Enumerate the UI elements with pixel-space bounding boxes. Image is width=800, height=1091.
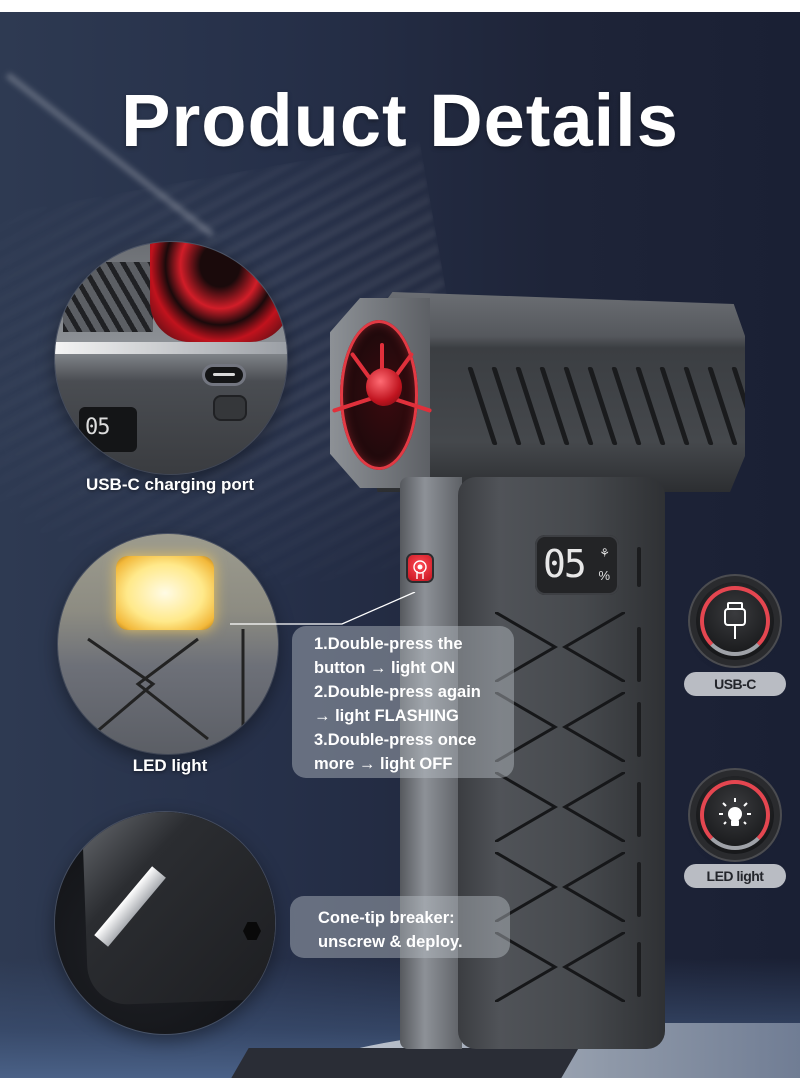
grip-pattern [494,690,626,764]
product-detail-banner: Product Details [0,12,800,1078]
page-title: Product Details [121,79,679,162]
fan-hub [366,368,402,406]
usb-c-feature-badge [696,582,774,660]
grip-pattern [494,610,626,684]
breaker-note-box: Cone-tip breaker: unscrew & deploy. [290,896,510,958]
led-light-caption: LED light [132,756,208,775]
instruction-line: button → light ON [314,659,456,677]
led-feature-badge [696,776,774,854]
usb-c-caption: USB-C charging port [85,475,255,494]
led-lamp-icon [116,556,214,630]
blower-housing [370,292,745,492]
fan-icon: ⚘ [599,546,610,560]
instruction-line: 2.Double-press again [314,683,481,701]
blower-handle: 05 ⚘ % [400,477,665,1049]
battery-value: 05 [543,542,587,586]
usb-c-feature-label: USB-C [684,672,786,696]
battery-unit: % [598,568,610,583]
vent-grille [467,367,745,452]
instruction-line: → light FLASHING [314,707,459,725]
light-bulb-icon [696,776,774,854]
led-light-closeup [58,534,278,754]
led-feature-label: LED light [684,864,786,888]
floor-texture [231,1048,579,1078]
instruction-line: 3.Double-press once [314,731,477,749]
battery-display: 05 ⚘ % [535,535,619,595]
blower-head [330,282,748,492]
cone-tip-breaker-closeup [55,812,275,1034]
callout-leader-line [230,592,416,625]
hex-screw-icon [243,922,261,940]
instruction-line: 1.Double-press the [314,635,463,653]
breaker-note-line: Cone-tip breaker: [318,909,455,927]
power-button-icon [215,397,245,419]
instruction-line: more → light OFF [314,755,453,773]
grip-pattern [494,850,626,924]
usb-c-plug-icon [696,582,774,660]
led-instructions-box: 1.Double-press the button → light ON 2.D… [292,626,514,778]
grip-pattern [494,930,626,1004]
light-button-icon [408,555,432,581]
usb-c-port-closeup: 05 [55,242,287,474]
usb-c-port-icon [205,367,243,383]
breaker-note-line: unscrew & deploy. [318,933,463,951]
grip-pattern [494,770,626,844]
